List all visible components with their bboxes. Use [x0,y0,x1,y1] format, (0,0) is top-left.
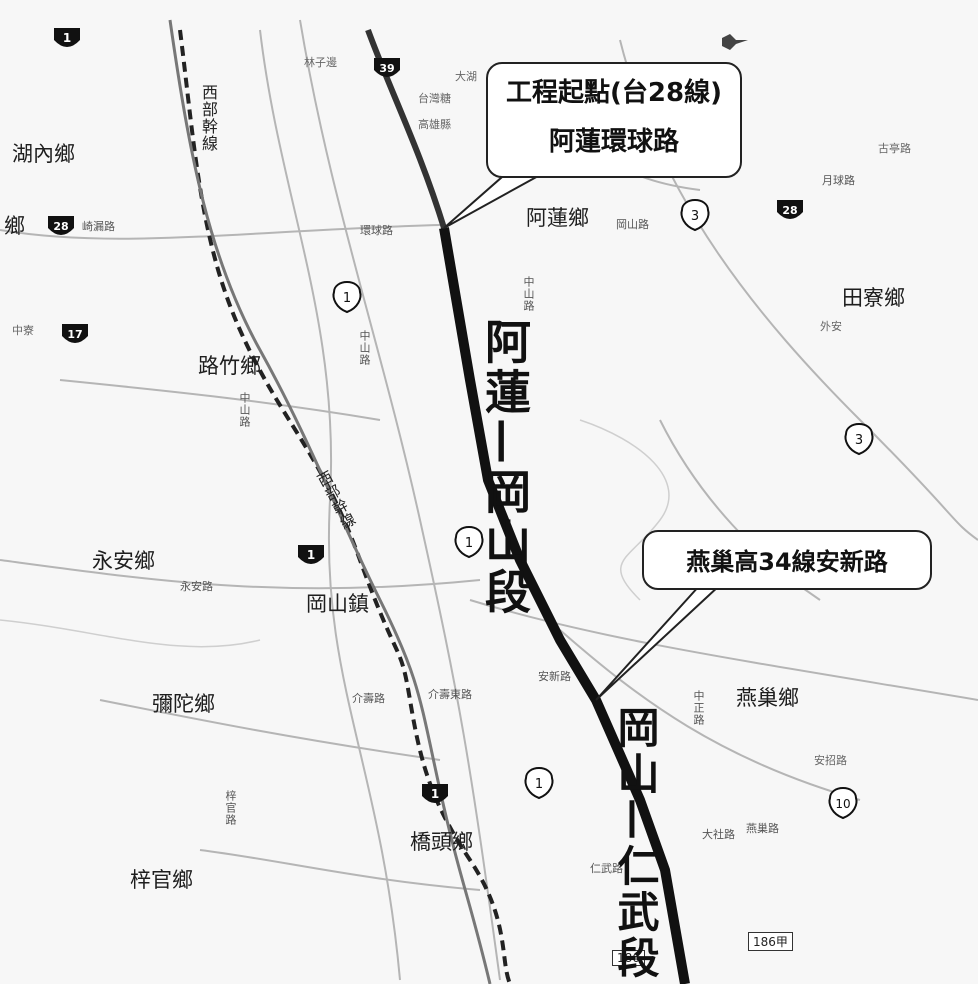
provincial-route-1-shield: 1 [332,280,362,314]
place-guting: 古亭路 [878,142,911,155]
callout-start-pointer [443,169,541,229]
route-39-shield: 39 [374,58,400,77]
provincial-route-1-shield-3: 1 [524,766,554,800]
road-zhongshan-2: 中山路 [238,392,251,428]
route-186-box: 186 [612,950,645,966]
road-renwu: 仁武路 [590,862,623,875]
road-guishan: 岡山路 [616,218,649,231]
svg-text:3: 3 [691,209,699,224]
airport-icon [722,34,748,50]
place-dahu: 大湖 [455,70,477,83]
svg-text:3: 3 [855,433,863,448]
road-zhongshan-3: 中山路 [522,276,535,312]
place-taiwan-sugar: 台灣糖 [418,92,451,105]
highway-north [365,28,447,229]
svg-text:1: 1 [535,777,543,792]
road-dasheh: 大社路 [702,828,735,841]
national-route-1-shield: 1 [54,28,80,47]
callout-yanchao: 燕巢高34線安新路 [642,530,932,590]
route-186a-box: 186甲 [748,932,793,951]
railway-label-top: 西部幹線 [199,84,218,152]
township-mituo: 彌陀鄉 [152,692,215,716]
route-17-shield: 17 [62,324,88,343]
place-kaohsiung: 高雄縣 [418,118,451,131]
place-zhongpu: 中寮 [12,324,34,337]
railway-west-line [178,29,512,984]
road-yuqiu: 月球路 [822,174,855,187]
svg-text:1: 1 [343,291,351,306]
provincial-route-3-shield: 3 [680,198,710,232]
road-yanchao: 燕巢路 [746,822,779,835]
segment-gangshan-renwu: 岡山—仁武段 [611,706,660,982]
svg-text:28: 28 [53,220,68,233]
callout-start-line1: 工程起點(台28線) [506,78,722,108]
svg-text:39: 39 [379,62,394,75]
road-anxin: 安新路 [538,670,571,683]
place-waian: 外安 [820,320,842,333]
road-jieshou: 介壽路 [352,692,385,705]
township-ziguan: 梓官鄉 [130,868,193,892]
callout-start-line2: 阿蓮環球路 [548,127,679,157]
svg-text:28: 28 [782,204,797,217]
provincial-route-10-shield: 10 [828,786,858,820]
route-28-shield: 28 [48,216,74,235]
svg-text:1: 1 [307,548,315,562]
national-highway-1 [168,19,492,984]
road-ziguan: 梓官路 [224,790,237,826]
route-28-shield-east: 28 [777,200,803,219]
township-qiaotou: 橋頭鄉 [410,830,473,854]
svg-text:1: 1 [431,787,439,801]
township-alian: 阿蓮鄉 [526,206,589,230]
svg-text:17: 17 [67,328,82,341]
svg-text:1: 1 [63,31,71,45]
township-tianliao: 田寮鄉 [842,286,905,310]
callout-yanchao-text: 燕巢高34線安新路 [686,548,888,576]
road-xinzhu: 崎漏路 [82,220,115,233]
township-yongan: 永安鄉 [92,549,155,573]
place-linzi: 林子邊 [304,56,337,69]
township-left-edge: 鄉 [4,214,25,238]
provincial-route-3-shield-2: 3 [844,422,874,456]
township-gangshan: 岡山鎮 [306,592,369,616]
project-highway [439,227,690,984]
svg-text:1: 1 [465,536,473,551]
road-jieshou-east: 介壽東路 [428,688,472,701]
road-yongan: 永安路 [180,580,213,593]
provincial-route-1-shield-2: 1 [454,525,484,559]
callout-project-start: 工程起點(台28線) 阿蓮環球路 [486,62,742,178]
township-luzhu: 路竹鄉 [198,354,261,378]
callout-yanchao-pointer [595,584,721,701]
river-lines [0,419,670,648]
svg-text:10: 10 [835,797,850,811]
segment-alian-gangshan: 阿蓮—岡山段 [478,318,532,618]
township-yanchao: 燕巢鄉 [736,686,799,710]
township-hunei: 湖內鄉 [12,142,75,166]
place-anzhao: 安招路 [814,754,847,767]
road-zhongzheng: 中正路 [692,690,705,726]
road-huanqiu: 環球路 [360,224,393,237]
road-zhongshan: 中山路 [358,330,371,366]
national-route-1-shield-2: 1 [298,545,324,564]
national-route-1-shield-3: 1 [422,784,448,803]
